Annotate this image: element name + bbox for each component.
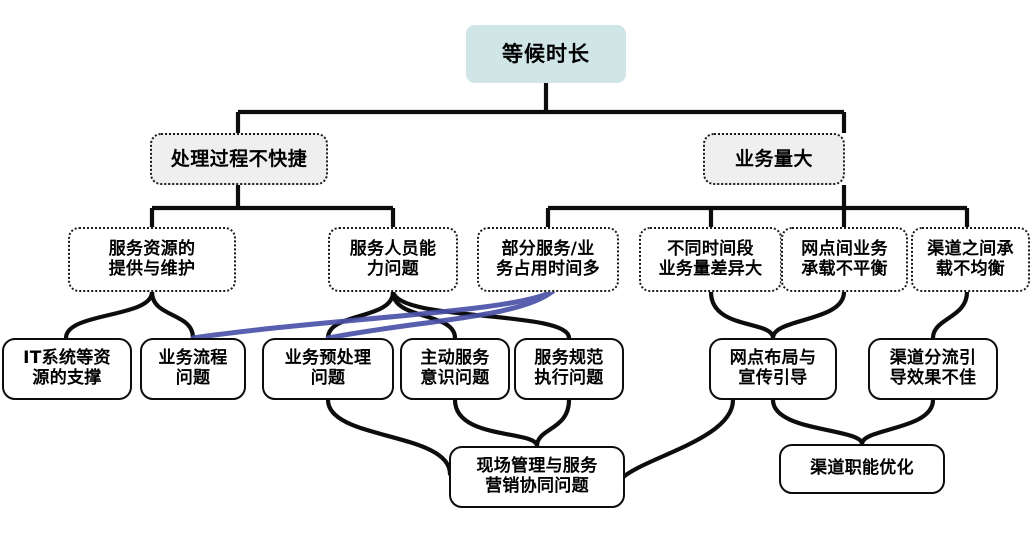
- node-onsite-mgmt-marketing[interactable]: 现场管理与服务 营销协同问题: [449, 446, 625, 508]
- node-service-time-consuming[interactable]: 部分服务/业 务占用时间多: [477, 227, 619, 292]
- node-service-standard-execution[interactable]: 服务规范 执行问题: [514, 338, 624, 400]
- node-channel-diversion-effect[interactable]: 渠道分流引 导效果不佳: [868, 338, 998, 400]
- node-business-preprocess-issue[interactable]: 业务预处理 问题: [262, 338, 394, 400]
- link-l3c-l4a: [325, 397, 453, 477]
- link-l3f-l4a: [617, 397, 736, 483]
- node-high-business-volume[interactable]: 业务量大: [703, 133, 845, 185]
- node-service-resource-supply[interactable]: 服务资源的 提供与维护: [68, 227, 236, 292]
- link-l2d-l3f: [708, 289, 776, 341]
- link-l2f-l3g: [930, 289, 970, 341]
- node-branch-load-imbalance[interactable]: 网点间业务 承载不平衡: [781, 227, 908, 292]
- link-l2e-l3f: [770, 289, 847, 341]
- node-branch-layout-promotion[interactable]: 网点布局与 宣传引导: [709, 338, 837, 400]
- node-proactive-service-awareness[interactable]: 主动服务 意识问题: [400, 338, 510, 400]
- node-processing-not-fast[interactable]: 处理过程不快捷: [150, 133, 328, 185]
- node-time-period-variance[interactable]: 不同时间段 业务量差异大: [639, 227, 782, 292]
- link-l3f-l4b: [770, 397, 865, 447]
- node-it-system-support[interactable]: IT系统等资 源的支撑: [2, 338, 132, 400]
- link-l3g-l4b: [859, 397, 936, 447]
- link-l2a-l3a: [63, 289, 155, 341]
- node-channel-load-imbalance[interactable]: 渠道之间承 载不均衡: [911, 227, 1030, 292]
- highlight-link-l2c-l3c: [325, 288, 556, 341]
- node-root[interactable]: 等候时长: [466, 25, 626, 83]
- highlight-link-l2c-l3b: [190, 288, 556, 341]
- node-staff-capability[interactable]: 服务人员能 力问题: [328, 227, 458, 292]
- link-l2b-l3c: [325, 289, 396, 341]
- link-l3e-l4a: [534, 397, 572, 449]
- node-channel-function-optimization[interactable]: 渠道职能优化: [779, 444, 945, 494]
- link-l3d-l4a: [452, 397, 540, 449]
- node-business-process-issue[interactable]: 业务流程 问题: [140, 338, 246, 400]
- link-l2a-l3b: [149, 289, 196, 341]
